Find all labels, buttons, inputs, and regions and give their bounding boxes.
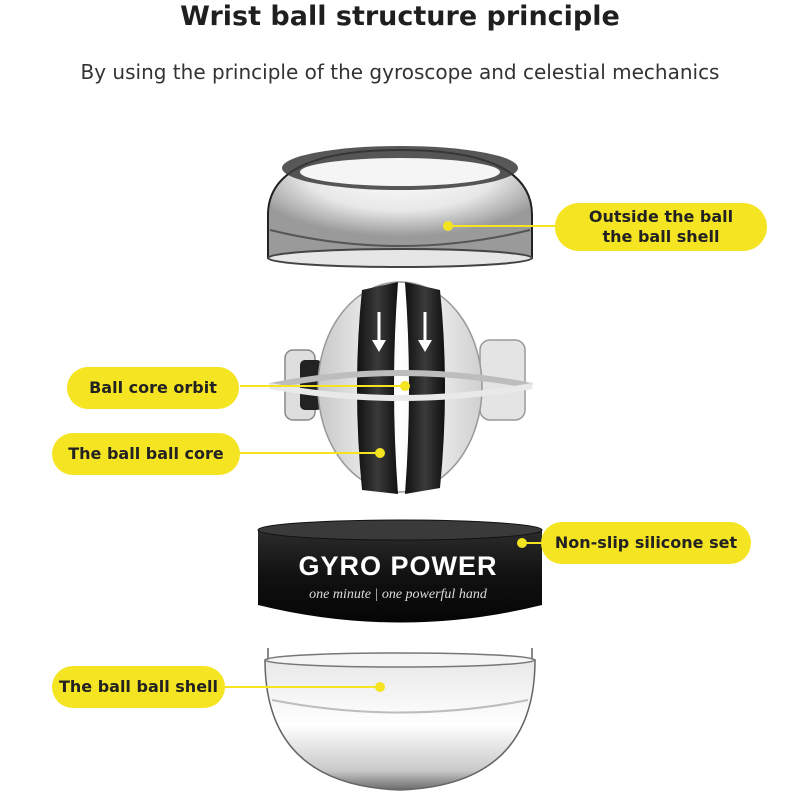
leader-lines — [225, 221, 558, 692]
label-outside-shell-line2: the ball shell — [602, 227, 720, 246]
label-outside-shell: Outside the ball the ball shell — [555, 203, 767, 251]
label-bottom-shell: The ball ball shell — [52, 666, 225, 708]
top-shell — [267, 146, 533, 268]
tagline-text: one minute | one powerful hand — [309, 587, 488, 602]
brand-text: GYRO POWER — [298, 551, 497, 581]
label-outside-shell-line1: Outside the ball — [588, 207, 734, 226]
label-ball-core: The ball ball core — [52, 433, 240, 475]
core-orbit-ring — [269, 370, 533, 401]
silicone-ring: GYRO POWER one minute | one powerful han… — [257, 519, 543, 623]
label-core-orbit: Ball core orbit — [67, 367, 239, 409]
bottom-shell — [264, 648, 536, 791]
page-subtitle: By using the principle of the gyroscope … — [80, 60, 720, 84]
label-silicone-set: Non-slip silicone set — [541, 522, 751, 564]
page-title: Wrist ball structure principle — [180, 1, 620, 32]
